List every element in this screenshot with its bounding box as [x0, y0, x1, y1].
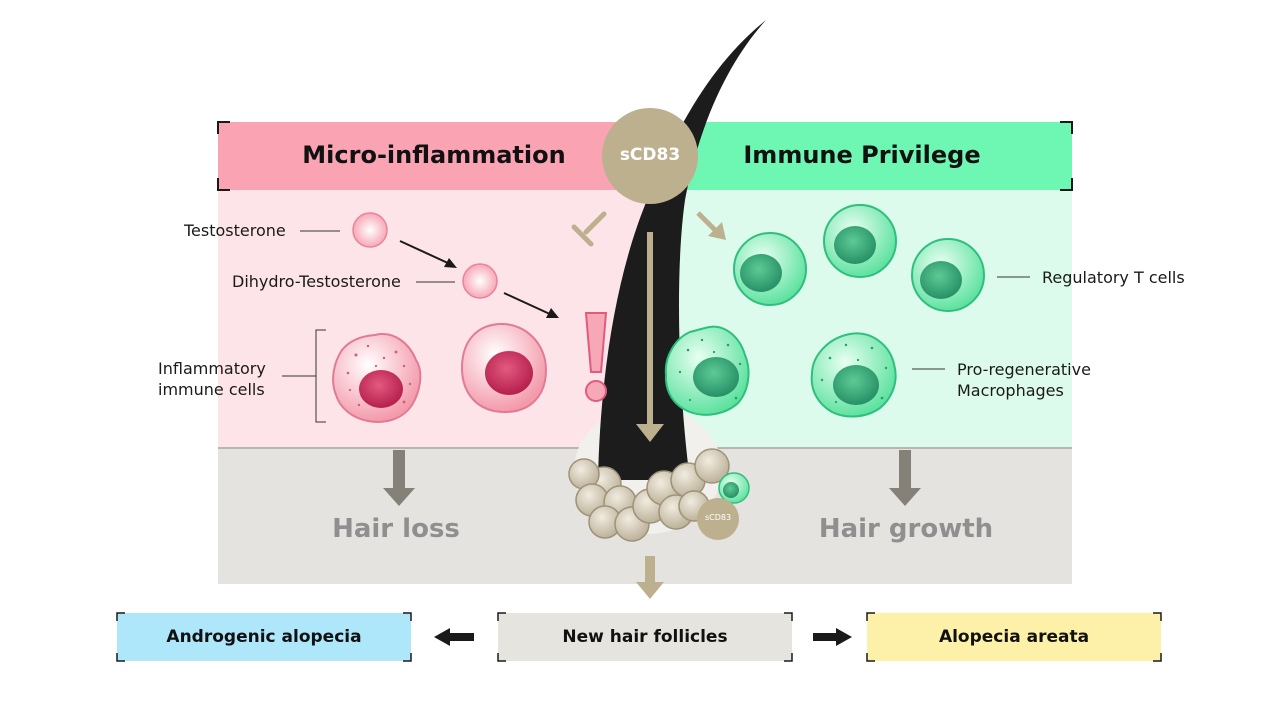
- inflammatory-cell-round: [460, 322, 548, 414]
- bulb-t-cell: [718, 472, 750, 504]
- bulb-scd83-label: sCD83: [704, 513, 732, 522]
- alopecia-areata-box: Alopecia areata: [938, 627, 1090, 647]
- regulatory-t-cell-2: [823, 204, 897, 278]
- scd83-inhibit-symbol: [571, 211, 607, 247]
- regulatory-t-cell-3: [911, 238, 985, 312]
- follicles-box-bg: [498, 613, 792, 661]
- bulb-scd83-molecule: [697, 498, 739, 540]
- micro-inflammation-title: Micro-inflammation: [302, 141, 566, 169]
- regulatory-t-cell-1: [733, 232, 807, 306]
- hair-shaft: [598, 20, 766, 480]
- inflammation-header: [218, 122, 650, 190]
- arrow-to-areata: [813, 628, 852, 646]
- follicle-bulb-cells: [568, 448, 730, 542]
- inflammatory-cell-spiky: [332, 333, 422, 423]
- regulatory-t-cells-label: Regulatory T cells: [1042, 268, 1185, 287]
- dht-effect-arrow: [503, 292, 559, 318]
- dht-label: Dihydro-Testosterone: [232, 272, 401, 291]
- macrophage-2: [810, 332, 897, 418]
- macrophages-label: Pro-regenerative Macrophages: [957, 360, 1091, 400]
- arrow-to-androgenic: [434, 628, 474, 646]
- androgenic-box-bg: [117, 613, 411, 661]
- conversion-arrow: [399, 240, 457, 268]
- hair-growth-arrow: [889, 450, 921, 506]
- scd83-molecule: [602, 108, 698, 204]
- new-hair-follicles-box: New hair follicles: [562, 627, 728, 647]
- scd83-down-arrow: [636, 232, 664, 442]
- areata-box-bg: [867, 613, 1161, 661]
- header-brackets: [217, 121, 1073, 191]
- inflammatory-bracket: [282, 329, 326, 423]
- macrophage-1: [664, 325, 750, 416]
- immune-privilege-title: Immune Privilege: [743, 141, 981, 169]
- hair-loss-arrow: [383, 450, 415, 506]
- warning-icon: [584, 312, 608, 402]
- hair-loss-label: Hair loss: [332, 514, 460, 544]
- dht-molecule: [462, 263, 498, 299]
- scd83-label: sCD83: [619, 145, 681, 165]
- scd83-activate-arrow: [696, 211, 726, 240]
- follicles-down-arrow: [636, 556, 664, 599]
- hair-growth-label: Hair growth: [818, 514, 994, 544]
- inflammatory-cells-label: Inflammatory immune cells: [158, 359, 266, 399]
- testosterone-label: Testosterone: [184, 221, 286, 240]
- androgenic-alopecia-box: Androgenic alopecia: [166, 627, 362, 647]
- privilege-header: [650, 122, 1072, 190]
- testosterone-molecule: [352, 212, 388, 248]
- bottom-box-brackets: [116, 612, 1162, 662]
